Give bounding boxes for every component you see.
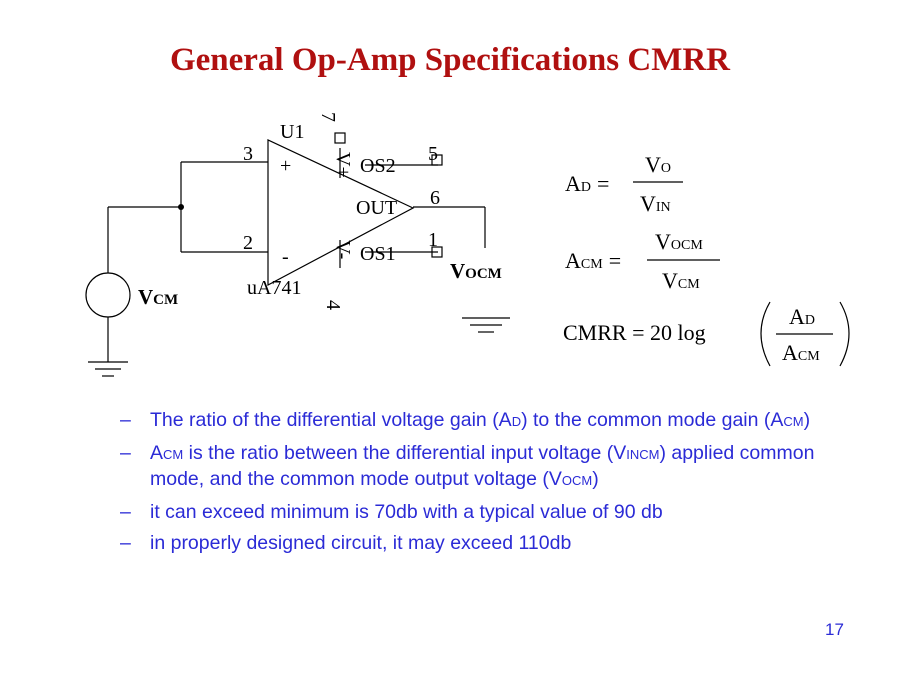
left-paren xyxy=(760,301,771,367)
pin-2-label: 2 xyxy=(243,232,253,254)
acm-denominator: VCM xyxy=(662,268,700,293)
acm-numerator: VOCM xyxy=(655,229,703,254)
circuit-diagram: U1 uA741 3 2 5 6 1 + - OS2 OS1 OUT 7 4 V… xyxy=(85,112,850,377)
pin-4-label: 4 xyxy=(322,300,344,310)
bullet-item: – ACM is the ratio between the different… xyxy=(120,442,815,490)
bullet-list: – The ratio of the differential voltage … xyxy=(120,408,850,562)
voltage-source-icon xyxy=(85,272,131,318)
ad-numerator: VO xyxy=(645,152,671,177)
pin-6-label: 6 xyxy=(430,187,440,209)
out-label: OUT xyxy=(356,197,397,219)
right-paren xyxy=(839,301,850,367)
slide-title: General Op-Amp Specifications CMRR xyxy=(169,42,731,78)
part-name-label: uA741 xyxy=(247,277,301,299)
bullet-item: – in properly designed circuit, it may e… xyxy=(120,532,572,554)
equations: AD= VO VIN ACM= VOCM VCM CMRR = 20 log A… xyxy=(563,152,850,367)
cmrr-numerator: AD xyxy=(789,304,815,329)
plus-input-label: + xyxy=(280,155,291,177)
cmrr-denominator: ACM xyxy=(782,340,820,365)
part-ref-label: U1 xyxy=(280,121,304,143)
output-voltage-label: VOCM xyxy=(450,259,502,283)
os2-label: OS2 xyxy=(360,155,396,177)
source-label: VCM xyxy=(138,285,178,309)
pin-7-label: 7 xyxy=(317,112,339,122)
pin-3-label: 3 xyxy=(243,143,253,165)
junction-dot xyxy=(178,204,184,210)
acm-lhs: ACM= xyxy=(565,248,621,273)
cmrr-lhs: CMRR = 20 log xyxy=(563,320,706,345)
minus-input-label: - xyxy=(282,246,289,268)
ad-denominator: VIN xyxy=(640,191,671,216)
bullet-item: – The ratio of the differential voltage … xyxy=(120,409,811,431)
os1-label: OS1 xyxy=(360,243,396,265)
vminus-label: V- xyxy=(332,240,354,259)
ad-lhs: AD= xyxy=(565,171,609,196)
pin-5-label: 5 xyxy=(428,143,438,165)
page-number: 17 xyxy=(825,620,844,639)
vplus-label: V+ xyxy=(332,152,354,178)
pin-1-label: 1 xyxy=(428,229,438,251)
bullet-item: – it can exceed minimum is 70db with a t… xyxy=(120,501,663,523)
